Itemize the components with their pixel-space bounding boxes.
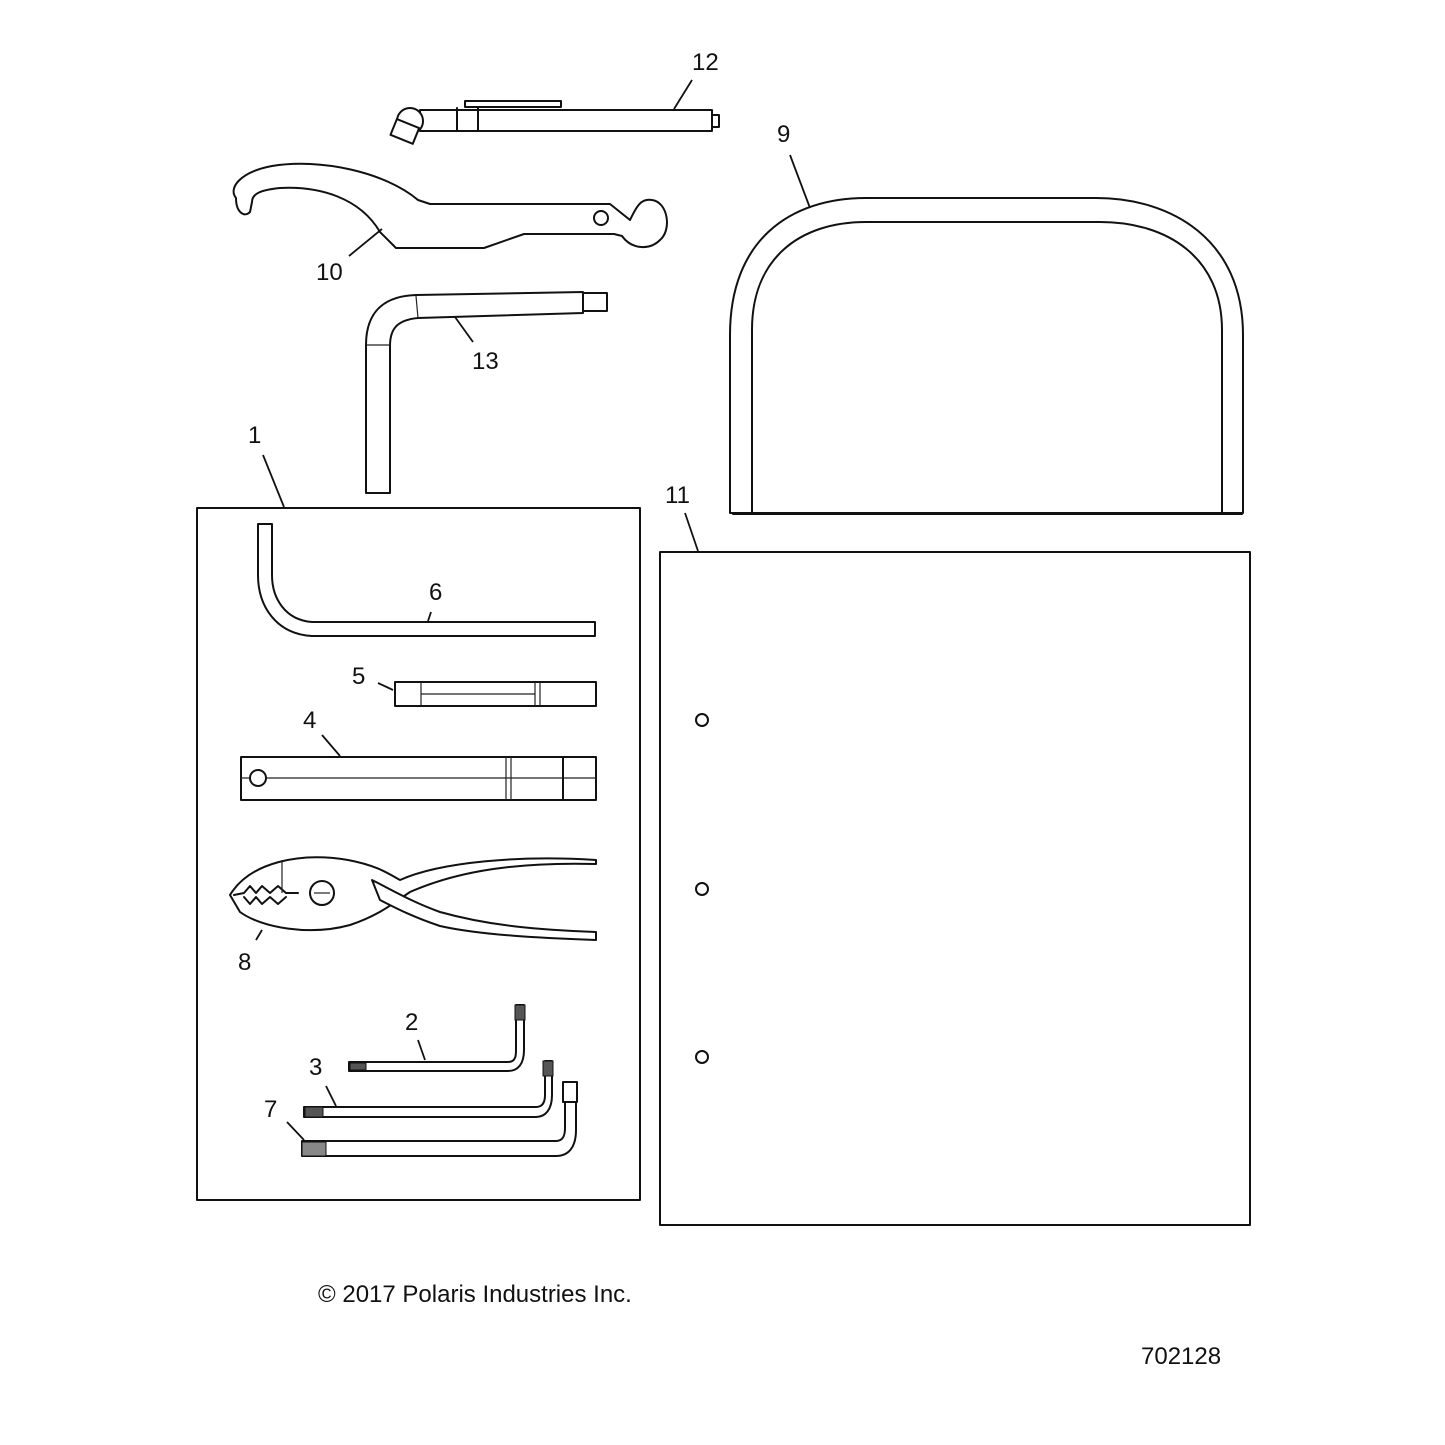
part-4-socket-wrench[interactable]: 4 [240,707,597,801]
callout-13: 13 [472,348,499,375]
callout-4: 4 [303,707,316,734]
part-5-socket-extension[interactable]: 5 [352,663,597,707]
copyright-text: © 2017 Polaris Industries Inc. [318,1281,632,1308]
part-12-handle[interactable]: 12 [389,49,720,145]
callout-10: 10 [316,259,343,286]
part-7-torx-key[interactable]: 7 [264,1081,578,1157]
part-3-torx-key[interactable]: 3 [303,1054,554,1118]
binder-hole [695,713,709,727]
part-13-l-handle[interactable]: 13 [365,291,608,494]
callout-8: 8 [238,949,251,976]
callout-12: 12 [692,49,719,76]
part-9-tool-pouch[interactable]: 9 [729,121,1244,515]
part-11-manual[interactable]: 11 [659,482,1251,1226]
binder-hole [695,1050,709,1064]
part-6-hex-key[interactable]: 6 [257,523,596,637]
drawing-number: 702128 [1141,1343,1222,1370]
callout-3: 3 [309,1054,322,1081]
callout-9: 9 [777,121,790,148]
callout-5: 5 [352,663,365,690]
callout-7: 7 [264,1096,277,1123]
callout-1: 1 [248,422,261,449]
callout-2: 2 [405,1009,418,1036]
part-10-spanner-wrench[interactable]: 10 [232,162,668,286]
part-2-torx-key[interactable]: 2 [348,1004,526,1072]
callout-6: 6 [429,579,442,606]
callout-11: 11 [665,482,690,509]
part-8-pliers[interactable]: 8 [229,856,597,976]
binder-hole [695,882,709,896]
